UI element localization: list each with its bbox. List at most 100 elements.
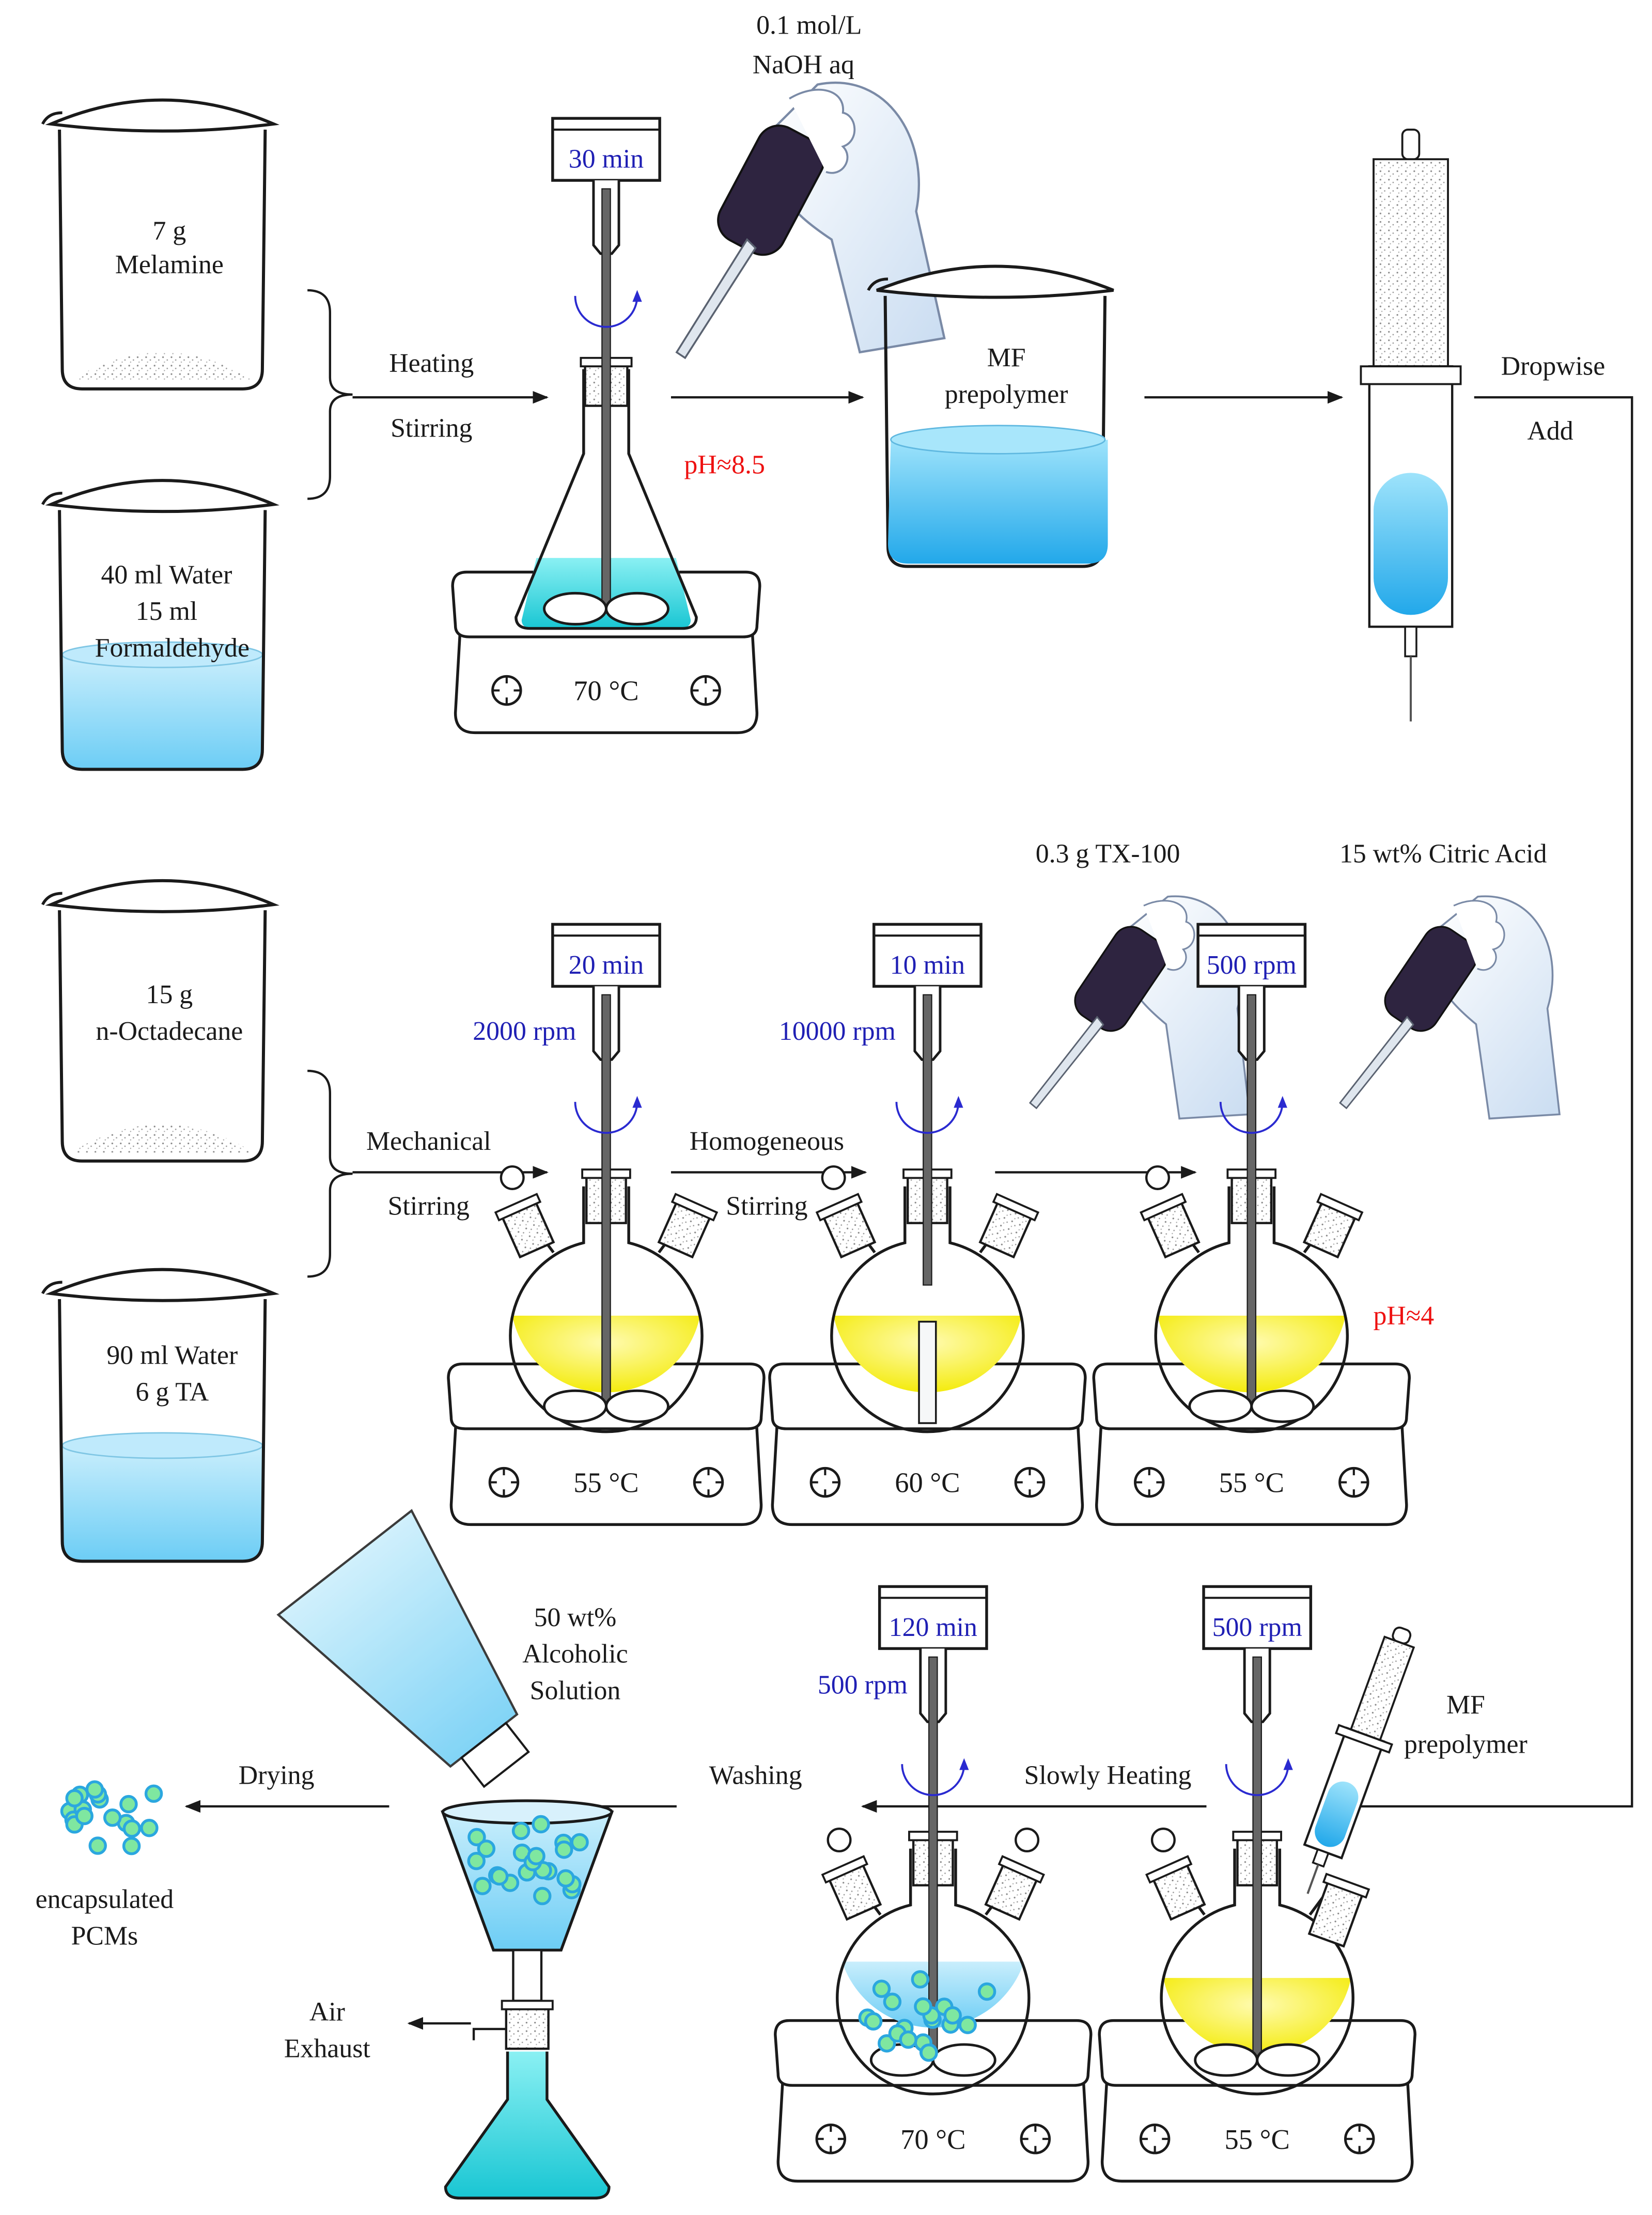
microcapsule bbox=[103, 1808, 122, 1827]
hotplate-body bbox=[1095, 1405, 1408, 1526]
stir-shaft bbox=[601, 994, 611, 1407]
left-clamp-icon bbox=[821, 1165, 846, 1190]
hotplate-60c: 60 °C bbox=[768, 1362, 1087, 1526]
syringe-small bbox=[1303, 1626, 1415, 1894]
left-clamp-icon bbox=[1145, 1165, 1171, 1190]
stirrer-timer: 500 rpm bbox=[1212, 1613, 1302, 1642]
prepolymer-small-label: prepolymer bbox=[1404, 1729, 1528, 1759]
right-stopper bbox=[657, 1193, 719, 1259]
microcapsule bbox=[477, 1839, 496, 1858]
microcapsule bbox=[570, 1833, 589, 1852]
stir-shaft bbox=[928, 1656, 938, 2061]
paddle-flask4 bbox=[1194, 2043, 1321, 2077]
microcapsule bbox=[533, 1886, 552, 1906]
beaker-melamine bbox=[41, 98, 280, 391]
homogeneous-label: Homogeneous bbox=[690, 1127, 844, 1156]
right-stopper bbox=[1302, 1193, 1364, 1259]
pipette-body bbox=[1384, 926, 1478, 1032]
dropwise-label: Dropwise bbox=[1501, 352, 1605, 381]
wash-bottle-cap bbox=[460, 1721, 530, 1788]
microcapsule bbox=[555, 1840, 573, 1859]
paddle-left bbox=[1194, 2043, 1259, 2077]
microcapsule bbox=[490, 1867, 509, 1886]
add-label: Add bbox=[1527, 416, 1573, 446]
wash-bottle bbox=[276, 1509, 530, 1788]
microcapsule bbox=[65, 1789, 84, 1807]
microcapsule bbox=[532, 1815, 550, 1834]
beaker-wall bbox=[58, 910, 267, 1163]
erlenmeyer-wall bbox=[515, 369, 698, 630]
liquid-surface bbox=[61, 1432, 263, 1459]
microcapsule bbox=[144, 1784, 163, 1803]
microcapsule bbox=[122, 1836, 141, 1855]
microcapsule bbox=[75, 1806, 93, 1826]
beaker-rim bbox=[45, 879, 280, 913]
hotplate-55c-1: 55 °C bbox=[447, 1362, 766, 1526]
stir-shaft bbox=[923, 994, 932, 1286]
syringe-hub bbox=[1404, 626, 1417, 658]
microcapsule bbox=[473, 1877, 492, 1895]
paddle-right bbox=[931, 2043, 996, 2077]
solution-label: Solution bbox=[530, 1676, 621, 1706]
beaker-spout bbox=[41, 491, 63, 505]
stirrer-30min: 30 min bbox=[551, 117, 661, 607]
right-clamp-icon bbox=[1015, 1827, 1040, 1852]
hotplate-temperature: 55 °C bbox=[1219, 1467, 1284, 1499]
paddle-row1 bbox=[542, 591, 669, 626]
syringe-flange bbox=[1360, 365, 1462, 385]
stopper-cap bbox=[1140, 1193, 1187, 1222]
stopper-cap bbox=[992, 1193, 1040, 1222]
funnel-stem bbox=[512, 1949, 543, 2002]
microcapsule bbox=[556, 1869, 575, 1888]
homogeneous-stirring-label: Stirring bbox=[726, 1191, 807, 1221]
prepolymer-label: prepolymer bbox=[945, 380, 1068, 409]
melamine-name: Melamine bbox=[115, 250, 224, 279]
beaker-octadecane bbox=[41, 879, 280, 1163]
encapsulated-label: encapsulated bbox=[36, 1884, 174, 1914]
water-volume: 40 ml Water bbox=[101, 560, 232, 589]
speed-10000rpm: 10000 rpm bbox=[779, 1017, 896, 1046]
beaker-rim bbox=[45, 479, 280, 513]
microcapsule bbox=[88, 1836, 107, 1855]
flask-capsules bbox=[858, 1970, 996, 2062]
flask-wall bbox=[830, 1186, 1025, 1433]
speed-500rpm: 500 rpm bbox=[818, 1671, 908, 1700]
ta-mass: 6 g TA bbox=[135, 1377, 209, 1407]
beaker-spout bbox=[41, 1281, 63, 1294]
microcapsule bbox=[919, 2043, 938, 2062]
stopper-cap bbox=[1322, 1873, 1370, 1899]
microcapsule bbox=[943, 2006, 962, 2025]
stirring-label: Stirring bbox=[391, 414, 472, 443]
right-stopper bbox=[978, 1193, 1040, 1259]
beaker-wall bbox=[58, 510, 267, 771]
glove-fingers bbox=[1143, 900, 1195, 971]
paddle-right bbox=[605, 591, 669, 626]
stopper-cap bbox=[815, 1193, 863, 1222]
water-liquid bbox=[62, 654, 262, 770]
syringe-needle bbox=[1306, 1864, 1319, 1894]
stopper-cap bbox=[501, 2000, 554, 2010]
beaker-rim bbox=[876, 264, 1114, 299]
alcoholic-label: Alcoholic bbox=[522, 1640, 628, 1669]
naoh-pipette-hand bbox=[675, 82, 946, 360]
left-stopper bbox=[494, 1193, 555, 1259]
beaker-water-ta bbox=[41, 1268, 280, 1563]
pipette-tip bbox=[1339, 1016, 1414, 1110]
water-liquid bbox=[62, 1445, 262, 1562]
pipette-body bbox=[717, 124, 825, 256]
microcapsule bbox=[911, 1970, 930, 1989]
side-arm bbox=[472, 2027, 508, 2040]
bracket-row1 bbox=[307, 289, 353, 500]
beaker-wall bbox=[58, 1299, 267, 1563]
formaldehyde-name: Formaldehyde bbox=[95, 633, 250, 663]
ph-4-label: pH≈4 bbox=[1374, 1301, 1435, 1331]
paddle-flask1 bbox=[542, 1389, 669, 1423]
hotplate-temperature: 70 °C bbox=[573, 675, 638, 707]
beaker-spout bbox=[41, 111, 63, 125]
water-ta-volume: 90 ml Water bbox=[106, 1340, 238, 1370]
microcapsule bbox=[85, 1780, 104, 1799]
funnel-capsules bbox=[467, 1815, 589, 1906]
mf-liquid-surface bbox=[890, 425, 1106, 455]
stirrer-timer: 10 min bbox=[890, 950, 965, 980]
mf-liquid bbox=[1373, 473, 1448, 615]
